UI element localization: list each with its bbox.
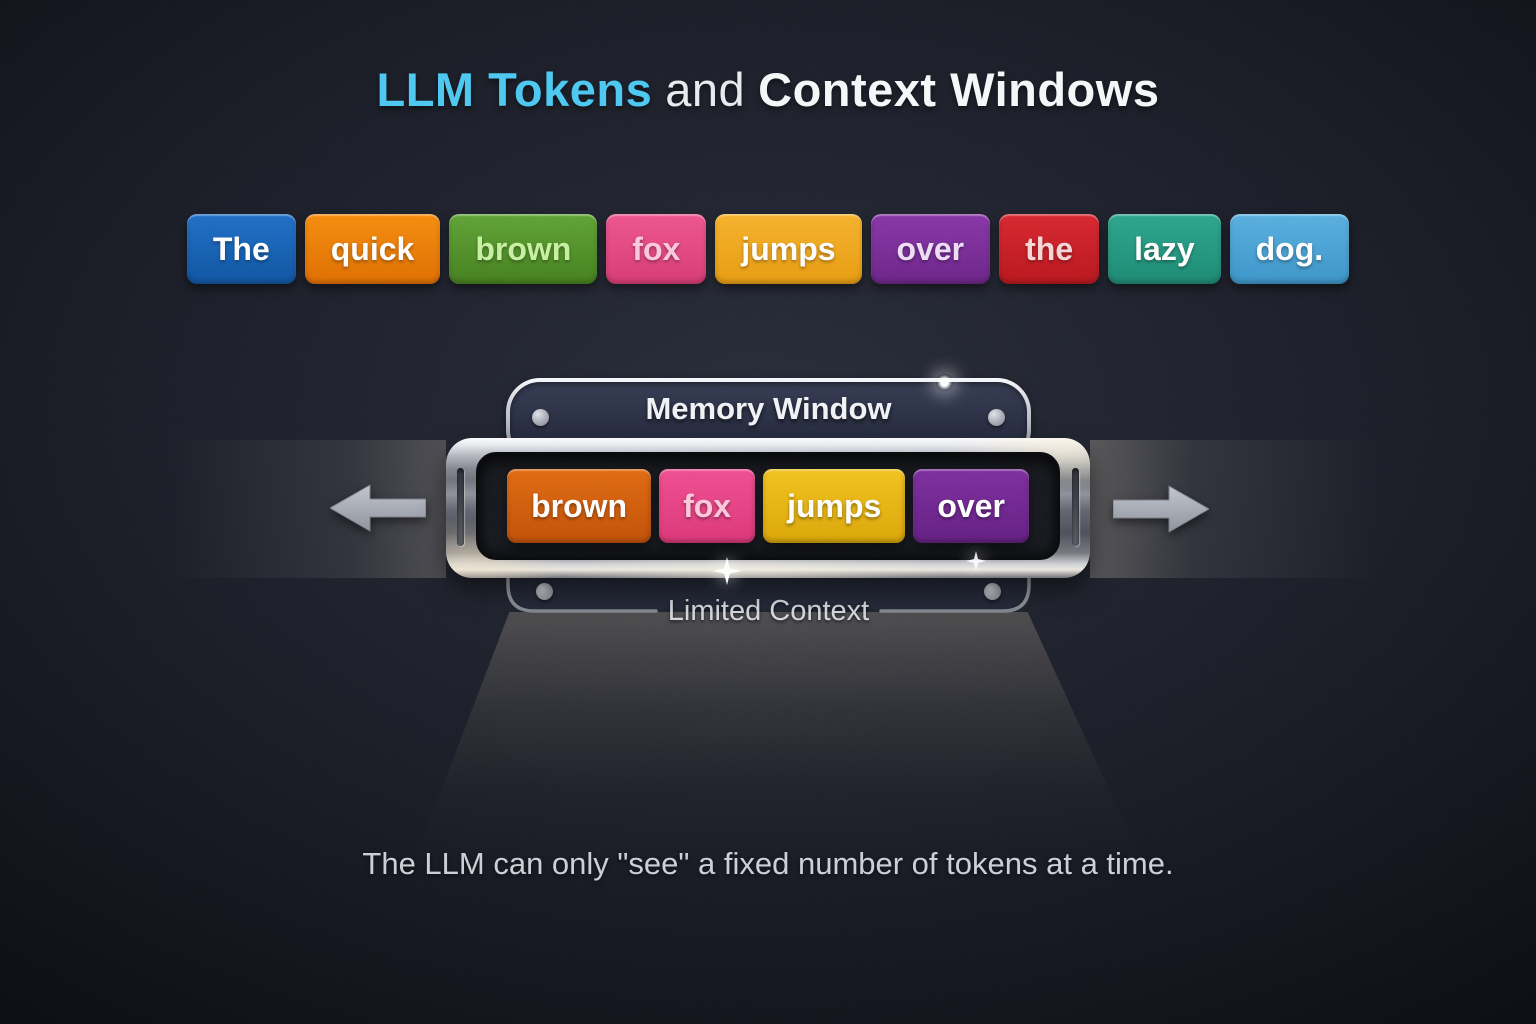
title-rest: Context Windows xyxy=(758,63,1160,116)
frame-slot-left xyxy=(457,468,464,546)
token-chip-over: over xyxy=(870,214,991,284)
caption-text: The LLM can only "see" a fixed number of… xyxy=(362,846,1174,881)
title-highlight: LLM Tokens xyxy=(376,63,653,116)
token-chip-the: The xyxy=(186,214,296,284)
token-chip-dog: dog. xyxy=(1229,214,1350,284)
token-chip-fox: fox xyxy=(606,214,707,284)
token-chip-brown: brown xyxy=(449,214,598,284)
token-chip-brown: brown xyxy=(507,469,652,543)
frame-slot-right xyxy=(1072,468,1079,546)
token-chip-quick: quick xyxy=(304,214,441,284)
token-chip-the: the xyxy=(999,214,1100,284)
token-chip-fox: fox xyxy=(659,469,756,543)
arrow-right-icon xyxy=(1112,481,1210,542)
spotlight-cone xyxy=(413,612,1143,864)
token-chip-lazy: lazy xyxy=(1108,214,1221,284)
token-chip-over: over xyxy=(913,469,1029,543)
token-chip-jumps: jumps xyxy=(715,214,862,284)
sparkle-icon xyxy=(966,551,986,571)
token-chip-jumps: jumps xyxy=(763,469,906,543)
arrow-left-icon xyxy=(329,480,427,541)
title-connector: and xyxy=(665,63,746,116)
glint-highlight xyxy=(936,374,953,391)
limited-context-label: Limited Context xyxy=(667,595,870,627)
sparkle-icon xyxy=(713,557,741,585)
memory-window-title: Memory Window xyxy=(645,391,892,426)
